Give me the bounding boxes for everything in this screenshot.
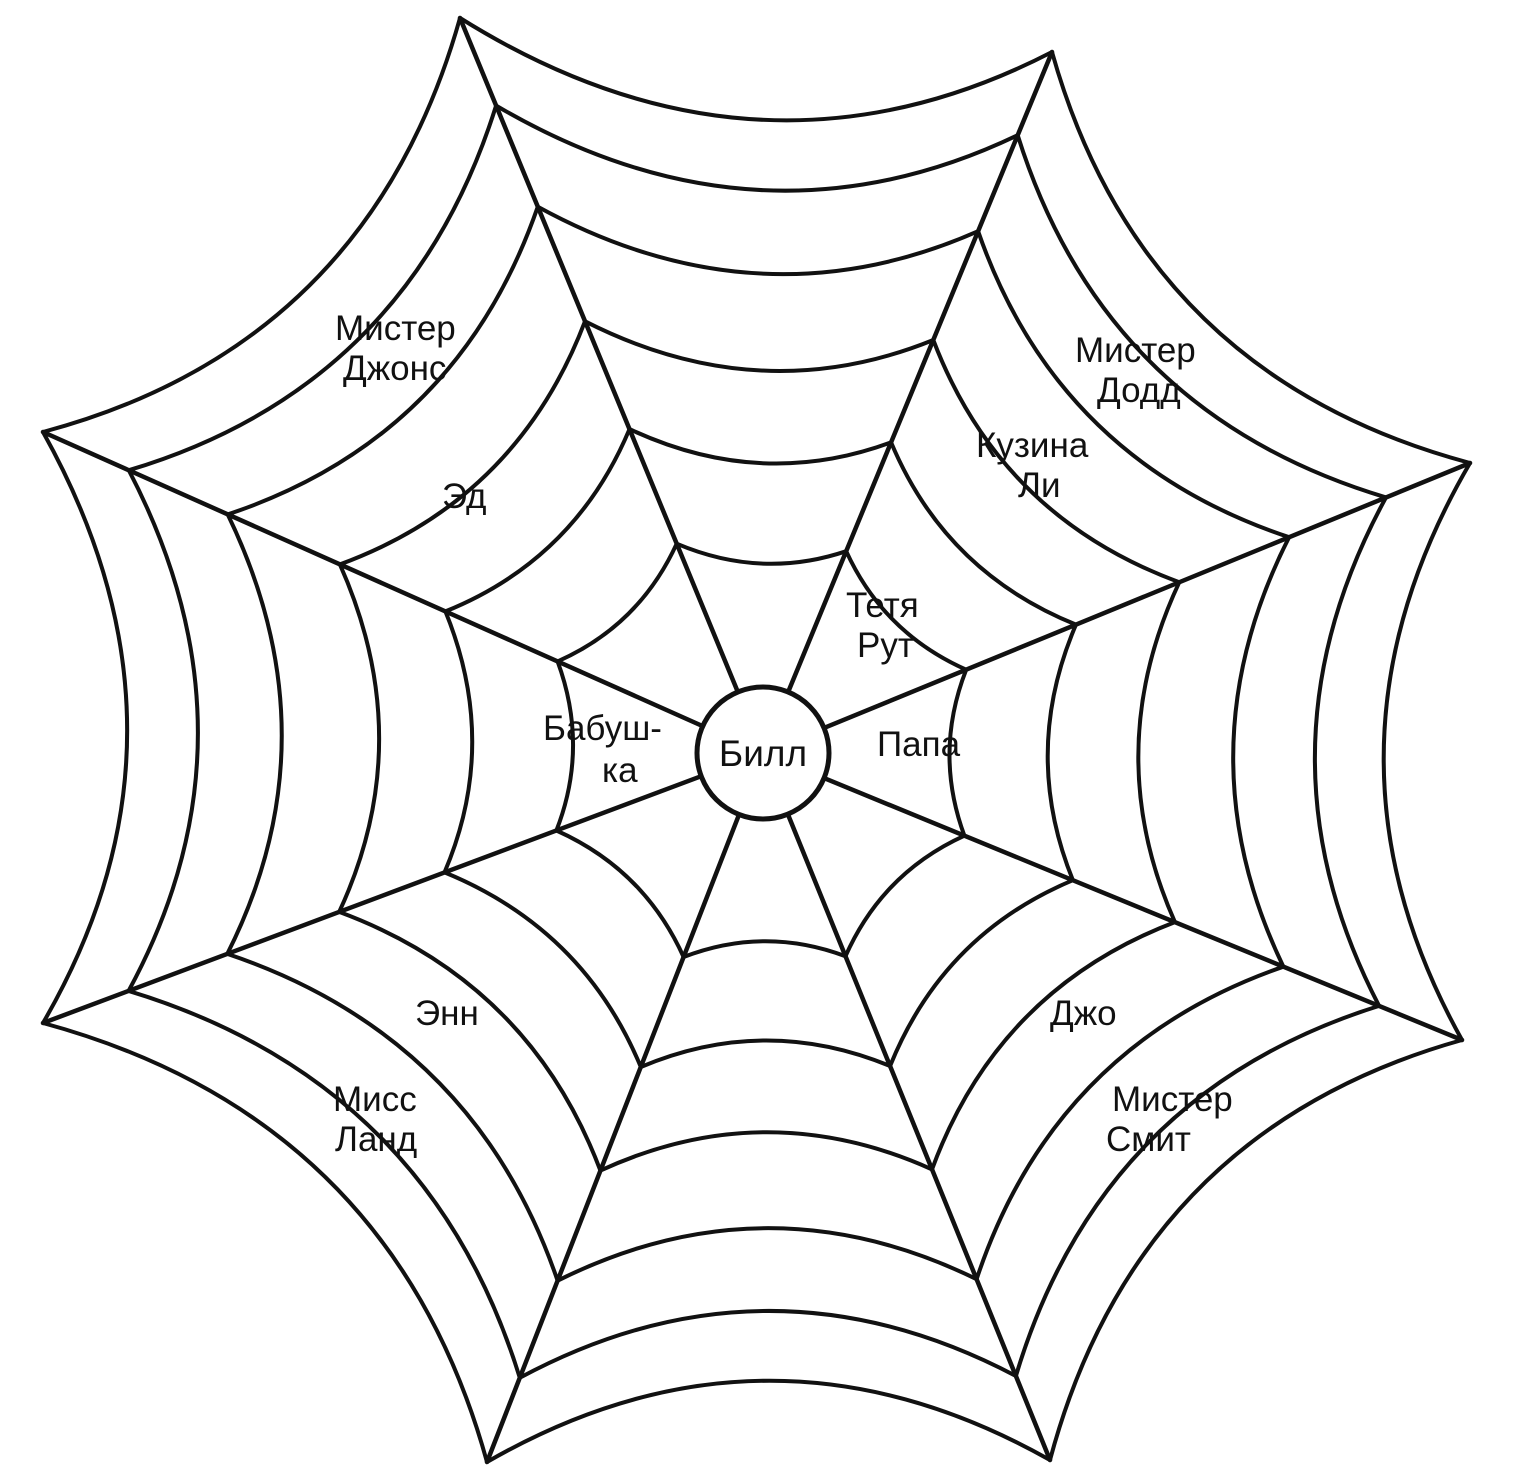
web-thread [225, 204, 540, 517]
web-thread [598, 1130, 934, 1173]
center-circle [694, 684, 832, 822]
web-thread [976, 229, 1292, 540]
web-spoke [785, 49, 1055, 695]
label-mr-smith-line1: Мистер [1112, 1080, 1233, 1119]
web-thread [442, 609, 475, 875]
label-cousin-lee-line2: Ли [1018, 466, 1061, 505]
web-thread [225, 951, 560, 1283]
web-thread [1045, 622, 1078, 883]
web-thread [1381, 461, 1472, 1042]
web-thread [337, 909, 603, 1173]
web-thread [554, 828, 686, 959]
web-thread [1050, 50, 1472, 465]
web-thread [337, 319, 587, 567]
web-thread [517, 1308, 1018, 1380]
web-thread [41, 16, 462, 434]
web-thread [681, 939, 848, 959]
web-thread [844, 549, 969, 672]
label-mr-jones-line2: Джонс [343, 349, 446, 388]
label-joe: Джо [1050, 994, 1117, 1033]
web-thread [1312, 495, 1388, 1008]
web-thread [41, 430, 130, 1025]
web-thread [126, 468, 200, 993]
web-thread [583, 319, 936, 373]
web-thread [931, 338, 1182, 585]
web-thread [1136, 580, 1182, 925]
web-thread [555, 1226, 979, 1283]
label-mr-smith-line2: Смит [1106, 1120, 1191, 1159]
web-thread [1013, 1003, 1382, 1378]
web-spoke [457, 15, 741, 695]
web-thread [494, 103, 1020, 193]
web-thread [443, 427, 632, 614]
web-thread [485, 1378, 1052, 1464]
web-spoke [785, 811, 1053, 1463]
label-grandma-line2: ка [602, 751, 638, 790]
web-spokes [40, 15, 1473, 1465]
web-thread [442, 870, 643, 1069]
web-spoke [484, 812, 742, 1465]
label-aunt-ruth-line1: Тетя [846, 586, 919, 625]
label-mr-jones-line1: Мистер [335, 309, 456, 348]
web-thread [554, 659, 576, 833]
web-spoke [821, 775, 1465, 1043]
label-aunt-ruth-line2: Рут [857, 626, 914, 665]
web-thread [638, 1038, 893, 1069]
label-miss-land-line2: Ланд [335, 1120, 417, 1159]
web-thread [1048, 1038, 1464, 1462]
label-miss-land-line1: Мисс [333, 1080, 417, 1119]
web-thread [627, 427, 894, 466]
label-mr-dodd-line2: Додд [1097, 371, 1181, 410]
web-thread [674, 541, 849, 566]
label-cousin-lee-line1: Кузина [976, 426, 1089, 465]
label-ann: Энн [415, 994, 479, 1033]
web-thread [126, 988, 522, 1380]
web-thread [1231, 535, 1292, 969]
web-thread [555, 541, 679, 664]
web-thread [535, 204, 981, 277]
web-thread [337, 562, 382, 914]
label-grandma-line1: Бабуш- [543, 709, 662, 748]
web-thread [225, 512, 284, 956]
web-thread [1015, 133, 1388, 500]
web-threads [41, 16, 1472, 1464]
web-thread [930, 920, 1177, 1172]
web-thread [947, 667, 969, 838]
web-thread [888, 878, 1075, 1068]
web-thread [843, 833, 967, 959]
web-thread [974, 964, 1286, 1282]
label-papa: Папа [877, 725, 961, 764]
center-label: Билл [719, 733, 807, 774]
web-thread [41, 1021, 489, 1464]
web-spoke [821, 460, 1473, 731]
web-spoke [40, 429, 705, 729]
label-ed: Эд [442, 477, 486, 516]
web-thread [458, 16, 1054, 123]
web-thread [126, 103, 499, 473]
web-thread [889, 440, 1078, 627]
label-mr-dodd-line1: Мистер [1075, 331, 1196, 370]
web-spoke [40, 773, 704, 1026]
